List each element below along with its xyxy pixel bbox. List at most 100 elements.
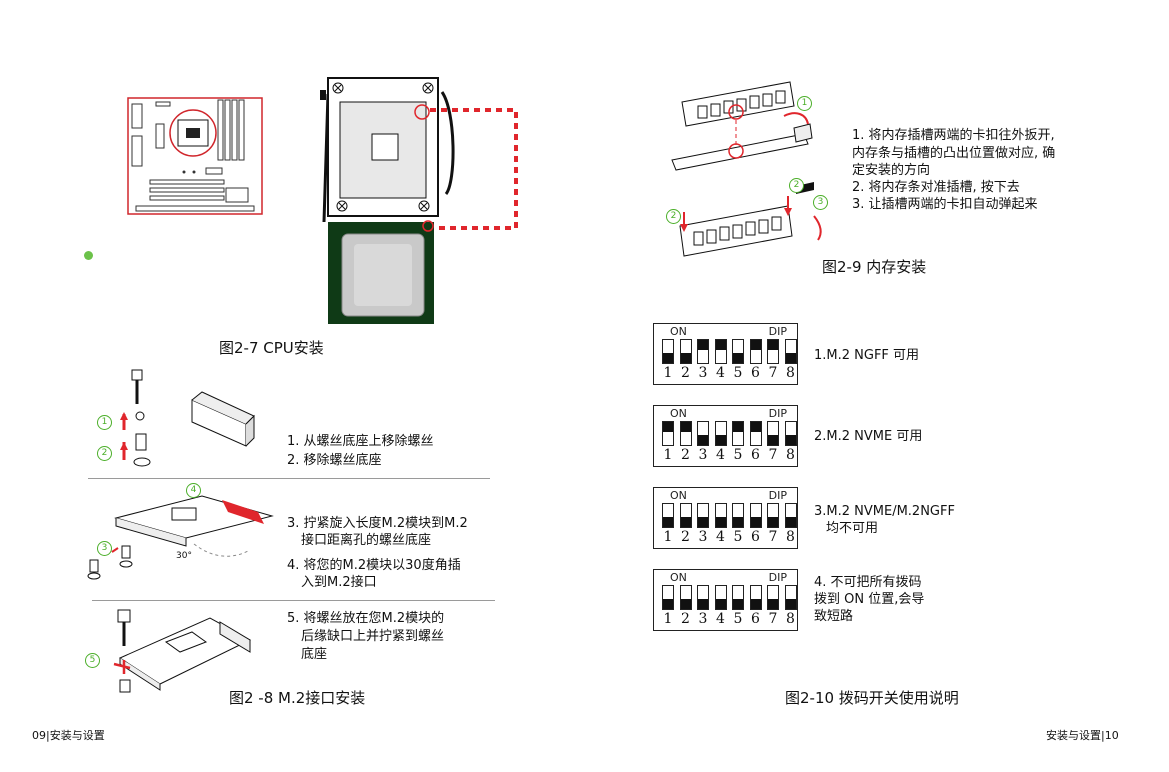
- dip-switch-number: 3: [698, 365, 708, 381]
- dip-switch-5: [732, 339, 744, 364]
- dip-switch-knob: [715, 517, 726, 527]
- footer-right: 安装与设置|10: [1046, 729, 1119, 742]
- dip-switch-number: 5: [733, 611, 743, 627]
- dip-switch-knob: [750, 422, 761, 432]
- dip-switch-4: [714, 585, 727, 610]
- dip-switch-number: 8: [786, 365, 795, 381]
- memory-figure-caption: 图2-9 内存安装: [822, 258, 927, 276]
- dip-switch-number: 2: [681, 365, 690, 381]
- dip-switch-number: 2: [681, 611, 690, 627]
- dip-switch-knob: [733, 599, 743, 609]
- dip-switch-number: 8: [786, 447, 795, 463]
- dip-description-line: 拨到 ON 位置,会导: [814, 592, 925, 607]
- dip-switch-8: [784, 503, 797, 528]
- mem-marker-3: 3: [813, 195, 828, 210]
- dip-switch-number: 1: [663, 611, 673, 627]
- dip-switch-3: [697, 339, 709, 364]
- dip-switch-8: [784, 421, 797, 446]
- m2-step-4: 4. 将您的M.2模块以30度角插: [287, 558, 461, 573]
- marker-4: 4: [186, 483, 201, 498]
- dip-switch-knob: [663, 353, 673, 363]
- dip-switch-number: 3: [698, 447, 708, 463]
- dip-switch-2: [679, 339, 692, 364]
- m2-module-insert-illustration: 30°: [87, 495, 274, 580]
- dip-switch-1: [662, 339, 674, 364]
- dip-switch-number: 4: [716, 365, 725, 381]
- dip-switch-number: 1: [663, 447, 673, 463]
- dip-switch-2: [679, 503, 692, 528]
- green-bullet-icon: [84, 251, 93, 260]
- dip-switch-5: [732, 421, 744, 446]
- dip-switch-knob: [750, 517, 761, 527]
- dip-switch-knob: [663, 599, 673, 609]
- m2-step-5-end: 底座: [301, 647, 328, 662]
- dip-switch-number: 6: [751, 447, 760, 463]
- dip-switch-number: 6: [751, 529, 760, 545]
- dip-switch-knob: [680, 353, 691, 363]
- memory-install-illustration: [671, 81, 822, 257]
- dip-label: DIP: [768, 407, 787, 420]
- mem-marker-2-left: 2: [666, 209, 681, 224]
- m2-step-5-cont: 后缘缺口上并拧紧到螺丝: [301, 629, 445, 644]
- dip-switch-knob: [663, 517, 673, 527]
- dip-switch-5: [732, 585, 744, 610]
- dip-switch-4: [714, 503, 727, 528]
- dip-switch-knob: [785, 599, 796, 609]
- dip-on-label: ON: [670, 571, 687, 584]
- dip-switch-knob: [698, 599, 708, 609]
- memory-step-3: 3. 让插槽两端的卡扣自动弹起来: [852, 197, 1038, 212]
- dip-label: DIP: [768, 489, 787, 502]
- m2-step-5: 5. 将螺丝放在您M.2模块的: [287, 611, 445, 626]
- m2-screw-removal-illustration: [120, 369, 255, 467]
- divider-line-1: [88, 478, 490, 479]
- dip-switch-knob: [785, 517, 796, 527]
- mem-marker-2-top: 2: [789, 178, 804, 193]
- m2-step-1: 1. 从螺丝底座上移除螺丝: [287, 434, 434, 449]
- dip-on-label: ON: [670, 325, 687, 338]
- dip-switch-knob: [715, 599, 726, 609]
- dip-switch-knob: [733, 422, 743, 432]
- dip-switch-knob: [785, 353, 796, 363]
- dip-switch-knob: [663, 422, 673, 432]
- dip-switch-number: 1: [663, 365, 673, 381]
- dip-switch-7: [767, 421, 779, 446]
- dip-label: DIP: [768, 325, 787, 338]
- dip-figure-caption: 图2-10 拨码开关使用说明: [785, 689, 959, 707]
- dip-switch-knob: [750, 599, 761, 609]
- dip-switch-knob: [698, 435, 708, 445]
- dip-switch-2: [679, 421, 692, 446]
- dip-switch-number: 4: [716, 447, 725, 463]
- dip-switch-number: 8: [786, 611, 795, 627]
- dip-switch-number: 6: [751, 611, 760, 627]
- dip-switch-number: 2: [681, 529, 690, 545]
- dip-switch-knob: [768, 435, 778, 445]
- dip-switch-knob: [680, 599, 691, 609]
- dip-switch-number: 7: [768, 611, 778, 627]
- dip-switch-8: [784, 585, 797, 610]
- dip-switch-knob: [750, 340, 761, 350]
- dip-switch-number: 5: [733, 529, 743, 545]
- angle-label: 30°: [176, 551, 192, 561]
- dip-switch-number: 8: [786, 529, 795, 545]
- divider-line-2: [92, 600, 495, 601]
- dip-switch-knob: [698, 340, 708, 350]
- dip-description-line: 致短路: [814, 609, 854, 624]
- cpu-socket-illustration: [320, 77, 518, 324]
- dip-switch-1: [662, 503, 674, 528]
- dip-switch-number: 7: [768, 365, 778, 381]
- dip-switch-knob: [733, 517, 743, 527]
- dip-switch-number: 7: [768, 529, 778, 545]
- dip-switch-knob: [768, 340, 778, 350]
- dip-switch-2: [679, 585, 692, 610]
- dip-switch-7: [767, 585, 779, 610]
- m2-step-3: 3. 拧紧旋入长度M.2模块到M.2: [287, 516, 468, 531]
- memory-step-2: 2. 将内存条对准插槽, 按下去: [852, 180, 1020, 195]
- dip-switch-1: [662, 421, 674, 446]
- dip-switch-7: [767, 339, 779, 364]
- dip-switch-3: [697, 503, 709, 528]
- dip-description-line: 均不可用: [826, 521, 879, 536]
- dip-switch-6: [749, 421, 762, 446]
